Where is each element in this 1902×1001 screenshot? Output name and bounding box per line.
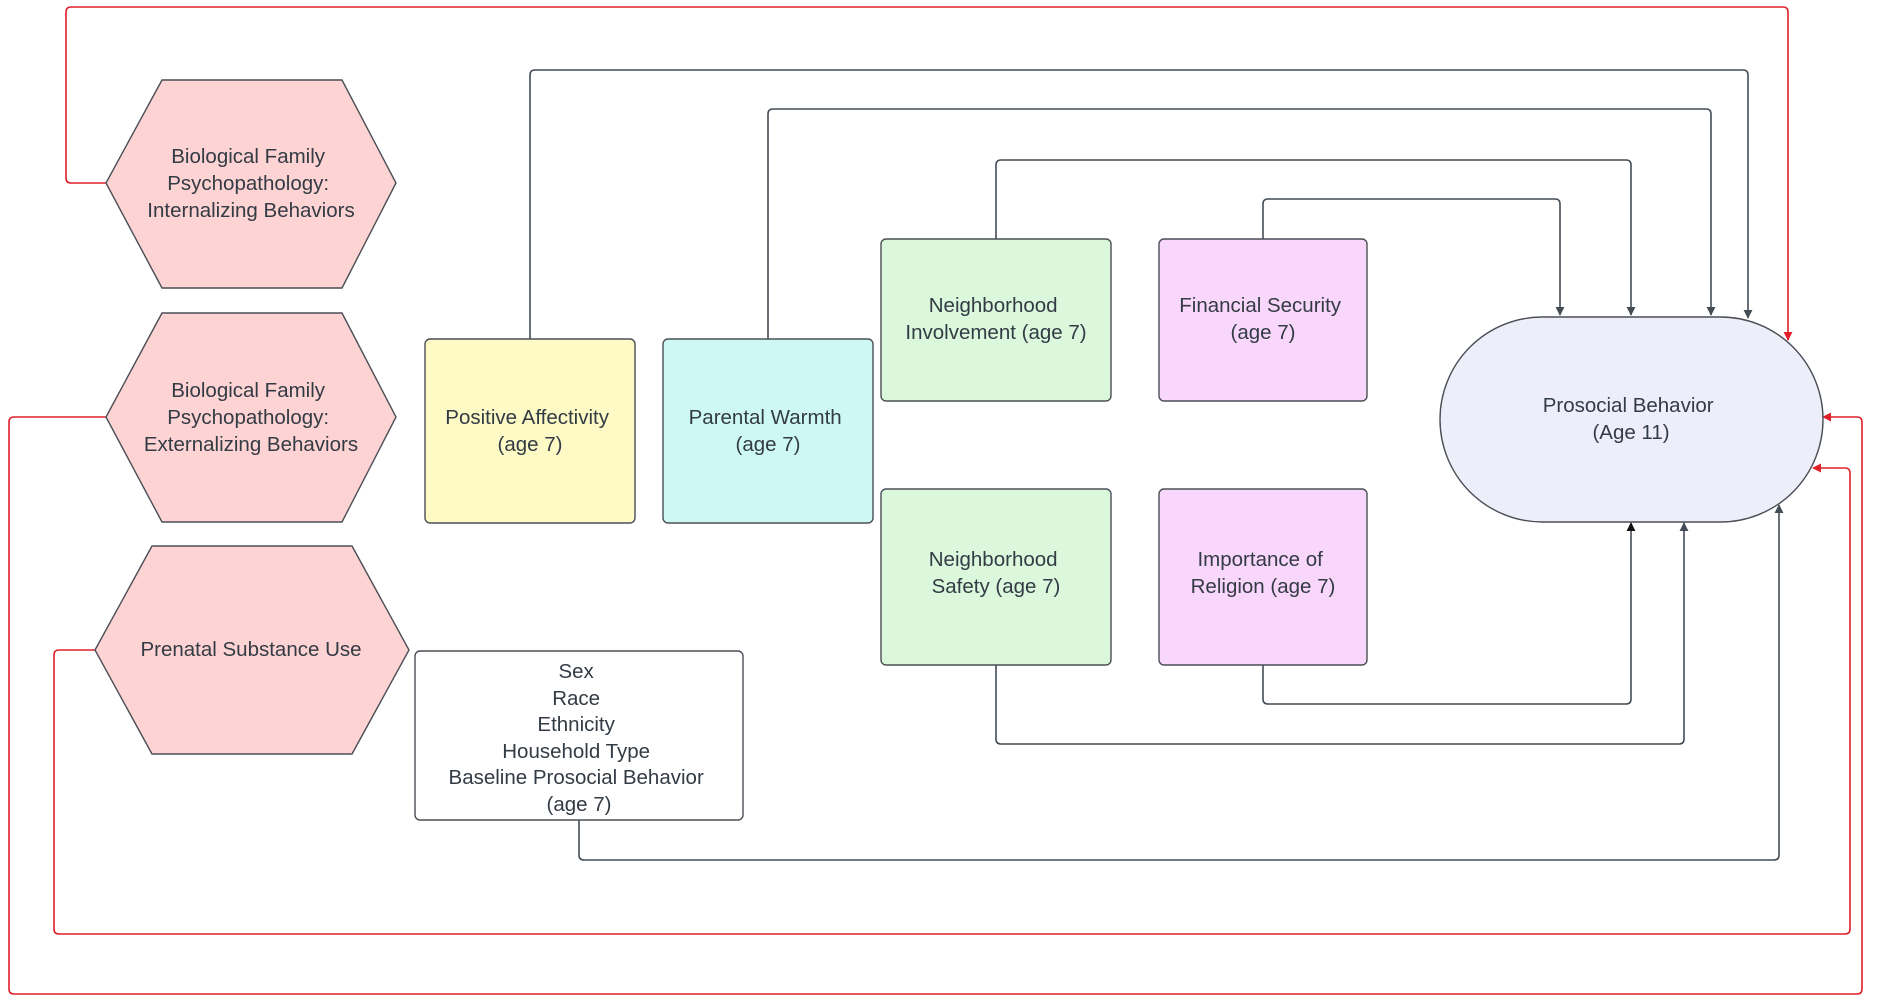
edge-covariates-to-prosocial [578,504,1784,861]
financial-security-box [1158,238,1368,402]
positive-affectivity-label: Positive Affectivity (age 7) [445,406,614,456]
importance-religion-label: Importance of Religion (age 7) [1191,548,1336,598]
bio-externalizing-line-2: Psychopathology: [167,406,329,429]
covariates-line-6: (age 7) [547,793,612,816]
neighborhood-safety-line-2: Safety (age 7) [932,575,1061,598]
node-covariates: Sex Race Ethnicity Household Type Baseli… [414,650,744,821]
positive-affectivity-box [424,338,636,524]
neighborhood-involvement-line-2: Involvement (age 7) [905,321,1086,344]
edge-neighborhood-involvement-to-prosocial [995,159,1636,316]
prenatal-label: Prenatal Substance Use [140,638,361,661]
node-bio-externalizing: Biological Family Psychopathology: Exter… [105,312,397,523]
nodes: Biological Family Psychopathology: Inter… [94,79,1824,821]
node-positive-affectivity: Positive Affectivity (age 7) [424,338,636,524]
edge-positive-affectivity-to-prosocial [529,69,1753,339]
node-neighborhood-safety: Neighborhood Safety (age 7) [880,488,1112,666]
neighborhood-involvement-label: Neighborhood Involvement (age 7) [905,294,1086,344]
edges [8,6,1863,995]
bio-internalizing-line-3: Internalizing Behaviors [147,199,354,222]
edge-bio-externalizing-to-prosocial [8,412,1863,995]
parental-warmth-box [662,338,874,524]
node-importance-religion: Importance of Religion (age 7) [1158,488,1368,666]
edge-financial-security-to-prosocial [1262,198,1565,316]
bio-internalizing-line-2: Psychopathology: [167,172,329,195]
financial-security-line-1: Financial Security [1179,294,1342,317]
prosocial-line-2: (Age 11) [1592,421,1669,444]
bio-externalizing-hexagon [105,312,397,523]
edge-importance-religion-to-prosocial [1262,522,1636,705]
edge-bio-internalizing-to-prosocial [65,6,1793,341]
bio-internalizing-hexagon [105,79,397,289]
node-neighborhood-involvement: Neighborhood Involvement (age 7) [880,238,1112,402]
covariates-line-1: Sex [558,660,594,683]
parental-warmth-line-1: Parental Warmth [689,406,842,429]
importance-religion-line-1: Importance of [1197,548,1323,571]
node-parental-warmth: Parental Warmth (age 7) [662,338,874,524]
bio-externalizing-line-3: Externalizing Behaviors [144,433,358,456]
parental-warmth-line-2: (age 7) [736,433,801,456]
financial-security-line-2: (age 7) [1231,321,1296,344]
neighborhood-involvement-line-1: Neighborhood [929,294,1058,317]
parental-warmth-label: Parental Warmth (age 7) [689,406,848,456]
prosocial-label: Prosocial Behavior (Age 11) [1543,394,1720,444]
covariates-line-5: Baseline Prosocial Behavior [449,766,704,789]
importance-religion-line-2: Religion (age 7) [1191,575,1336,598]
covariates-line-2: Race [552,687,600,710]
prenatal-hexagon [94,545,410,755]
importance-religion-box [1158,488,1368,666]
positive-affectivity-line-2: (age 7) [498,433,563,456]
node-prenatal: Prenatal Substance Use [94,545,410,755]
covariates-label: Sex Race Ethnicity Household Type Baseli… [449,660,710,816]
bio-externalizing-label: Biological Family Psychopathology: Exter… [144,379,358,456]
node-bio-internalizing: Biological Family Psychopathology: Inter… [105,79,397,289]
bio-internalizing-label: Biological Family Psychopathology: Inter… [147,145,354,222]
edge-prenatal-to-prosocial [53,463,1851,935]
neighborhood-involvement-box [880,238,1112,402]
neighborhood-safety-box [880,488,1112,666]
node-prosocial: Prosocial Behavior (Age 11) [1439,316,1824,523]
bio-externalizing-line-1: Biological Family [171,379,326,402]
edge-neighborhood-safety-to-prosocial [995,522,1689,745]
neighborhood-safety-label: Neighborhood Safety (age 7) [929,548,1064,598]
prenatal-line-1: Prenatal Substance Use [140,638,361,661]
neighborhood-safety-line-1: Neighborhood [929,548,1058,571]
prosocial-stadium [1439,316,1824,523]
covariates-box [414,650,744,821]
covariates-line-3: Ethnicity [537,713,615,736]
covariates-line-4: Household Type [502,740,650,763]
edge-parental-warmth-to-prosocial [767,108,1716,339]
positive-affectivity-line-1: Positive Affectivity [445,406,609,429]
financial-security-label: Financial Security (age 7) [1179,294,1347,344]
node-financial-security: Financial Security (age 7) [1158,238,1368,402]
bio-internalizing-line-1: Biological Family [171,145,326,168]
prosocial-line-1: Prosocial Behavior [1543,394,1714,417]
